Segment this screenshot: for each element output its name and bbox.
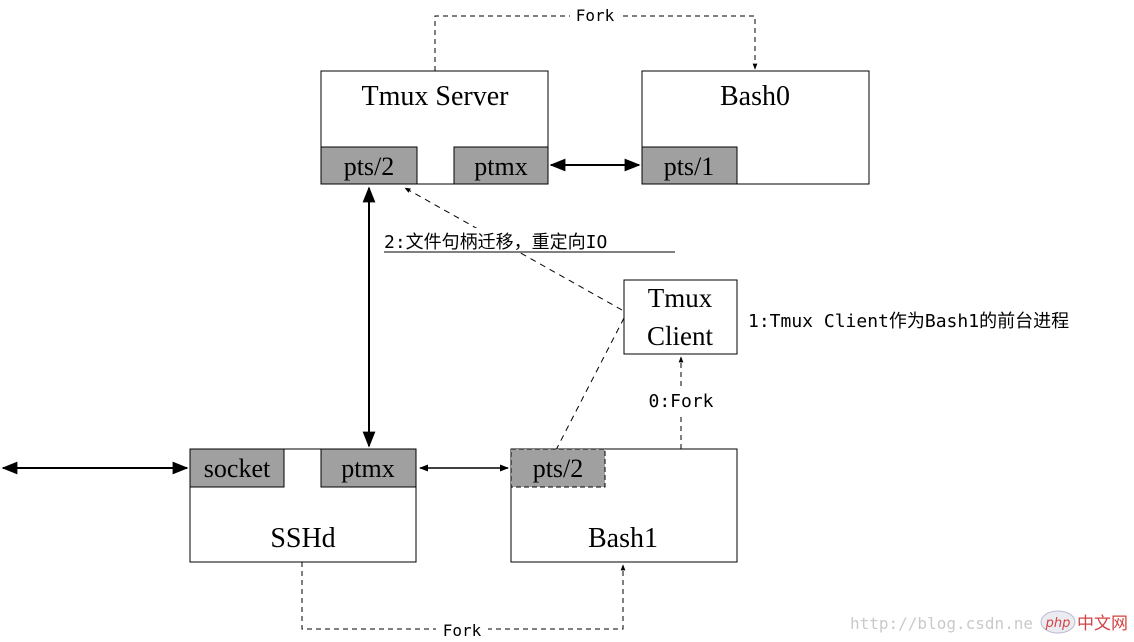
tmux-client-label-line1: Tmux — [648, 283, 713, 313]
fork-top-edge: Fork — [434, 6, 758, 71]
bash1-pts2-port — [510, 448, 606, 488]
watermark-php: php — [1045, 616, 1071, 631]
bash1-label: Bash1 — [588, 523, 658, 554]
fork-bottom-edge: Fork — [301, 562, 626, 640]
watermark-url: http://blog.csdn.ne — [850, 614, 1033, 633]
step2-label: 2:文件句柄迁移，重定向IO — [384, 232, 607, 253]
bash0-label: Bash0 — [720, 81, 790, 112]
sshd-ptmx-port — [320, 448, 417, 488]
fork-client-edge: 0:Fork — [640, 356, 722, 449]
client-bash1-dashed-link — [555, 317, 625, 451]
tmux-server-pts2-label: pts/2 — [344, 152, 395, 181]
sshd-socket-port — [189, 448, 285, 488]
bash0-pts1-label: pts/1 — [664, 152, 715, 181]
fork-client-label: 0:Fork — [648, 391, 713, 412]
fork-top-label: Fork — [576, 6, 615, 25]
tmux-client-label-line2: Client — [647, 321, 713, 351]
fork-bottom-label: Fork — [443, 621, 482, 640]
bash1-box: pts/2 Bash1 — [510, 448, 738, 563]
tmux-client-box: Tmux Client — [623, 279, 738, 355]
php-logo-icon — [1040, 610, 1076, 634]
tmux-server-label: Tmux Server — [362, 81, 510, 112]
step2-annotation: 2:文件句柄迁移，重定向IO — [380, 228, 678, 253]
bash1-pts2-label: pts/2 — [533, 454, 584, 483]
watermark-cn: 中文网 — [1077, 614, 1128, 634]
step1-label: 1:Tmux Client作为Bash1的前台进程 — [748, 311, 1069, 332]
sshd-box: socket ptmx SSHd — [189, 448, 417, 563]
bash0-pts1-port — [641, 146, 738, 185]
watermark: http://blog.csdn.ne php 中文网 — [850, 610, 1128, 634]
tmux-server-ptmx-port — [453, 146, 549, 185]
tmux-server-ptmx-label: ptmx — [474, 152, 527, 181]
sshd-ptmx-label: ptmx — [341, 454, 394, 483]
tmux-server-pts2-port — [320, 146, 418, 185]
sshd-label: SSHd — [270, 523, 335, 554]
tmux-server-box: Tmux Server pts/2 ptmx — [320, 70, 549, 185]
sshd-socket-label: socket — [204, 454, 271, 483]
bash0-box: Bash0 pts/1 — [641, 70, 870, 185]
